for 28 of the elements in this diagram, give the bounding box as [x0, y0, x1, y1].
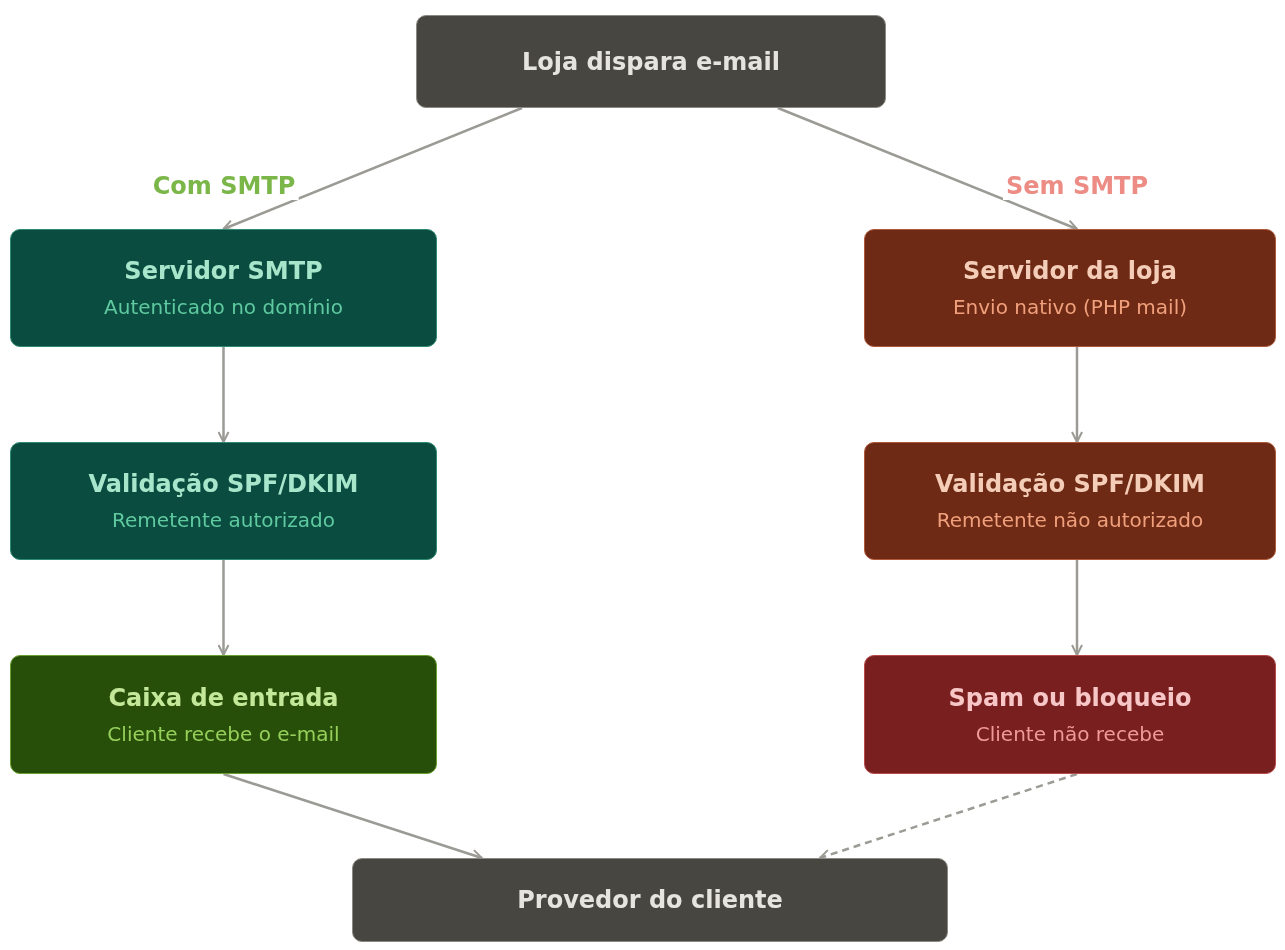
box-title: Servidor da loja	[963, 257, 1177, 285]
arrow	[1071, 347, 1083, 443]
box-title: Servidor SMTP	[124, 257, 323, 285]
process-box	[352, 858, 948, 942]
box-title: Validação SPF/DKIM	[88, 470, 359, 498]
arrow	[1071, 560, 1083, 656]
box-title: Caixa de entrada	[108, 683, 339, 712]
box-subtitle: Autenticado no domínio	[104, 295, 343, 319]
box-subtitle: Remetente autorizado	[112, 508, 335, 532]
process-box	[10, 655, 437, 774]
process-box	[864, 655, 1276, 774]
box-title: Provedor do cliente	[517, 886, 783, 914]
process-box	[864, 229, 1276, 347]
process-box	[864, 442, 1276, 560]
box-title: Spam ou bloqueio	[948, 683, 1192, 712]
box-subtitle: Cliente recebe o e-mail	[107, 721, 340, 746]
process-box	[10, 442, 437, 560]
process-box	[10, 229, 437, 347]
process-box	[416, 15, 886, 108]
box-subtitle: Cliente não recebe	[975, 721, 1165, 746]
arrow	[777, 106, 1078, 231]
arrow	[217, 560, 230, 656]
box-title: Validação SPF/DKIM	[935, 470, 1205, 498]
box-subtitle: Envio nativo (PHP mail)	[952, 295, 1187, 319]
arrow	[222, 106, 523, 231]
box-title: Loja dispara e-mail	[522, 47, 780, 76]
arrow	[217, 347, 230, 443]
box-subtitle: Remetente não autorizado	[936, 508, 1204, 532]
